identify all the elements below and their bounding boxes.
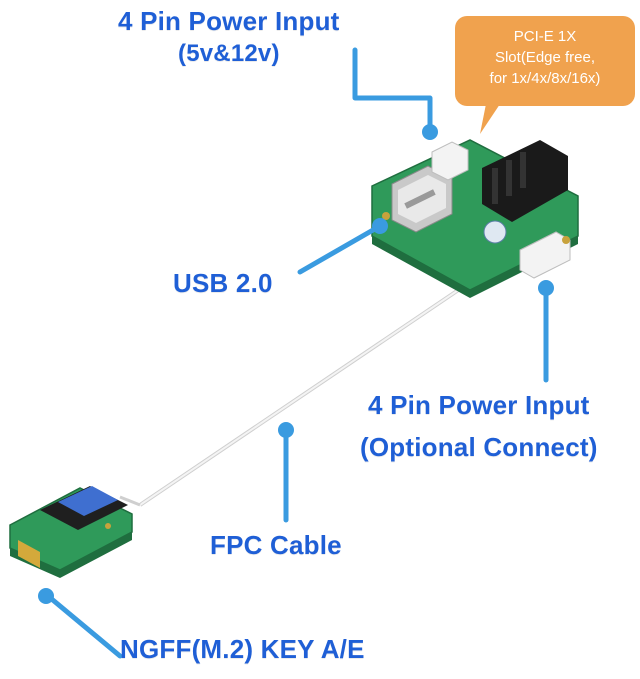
callout-line-1: PCI-E 1X	[513, 28, 577, 45]
pcie-adapter-board	[371, 139, 579, 298]
label-power-optional-line1: 4 Pin Power Input	[368, 390, 590, 420]
callout-pointer	[480, 104, 500, 134]
label-ngff: NGFF(M.2) KEY A/E	[120, 634, 365, 664]
chip	[483, 220, 507, 244]
fpc-cable	[119, 268, 490, 507]
label-power-optional-line2: (Optional Connect)	[360, 432, 598, 462]
leader-lines	[45, 47, 549, 659]
leader-dots	[38, 124, 554, 604]
leader-usb	[297, 223, 383, 275]
callout-line-3: for 1x/4x/8x/16x)	[489, 70, 601, 87]
power-connector-top	[431, 141, 469, 181]
label-usb: USB 2.0	[173, 268, 273, 298]
pcie-slot-callout: PCI-E 1X Slot(Edge free, for 1x/4x/8x/16…	[455, 16, 635, 106]
power-connector-side	[519, 231, 571, 279]
leader-power-top	[352, 47, 433, 131]
label-fpc: FPC Cable	[210, 530, 342, 560]
label-power-top-line2: (5v&12v)	[178, 40, 280, 67]
label-power-top-line1: 4 Pin Power Input	[118, 6, 340, 36]
m2-card	[9, 486, 133, 578]
callout-line-2: Slot(Edge free,	[494, 49, 596, 66]
leader-ngff	[45, 593, 123, 659]
